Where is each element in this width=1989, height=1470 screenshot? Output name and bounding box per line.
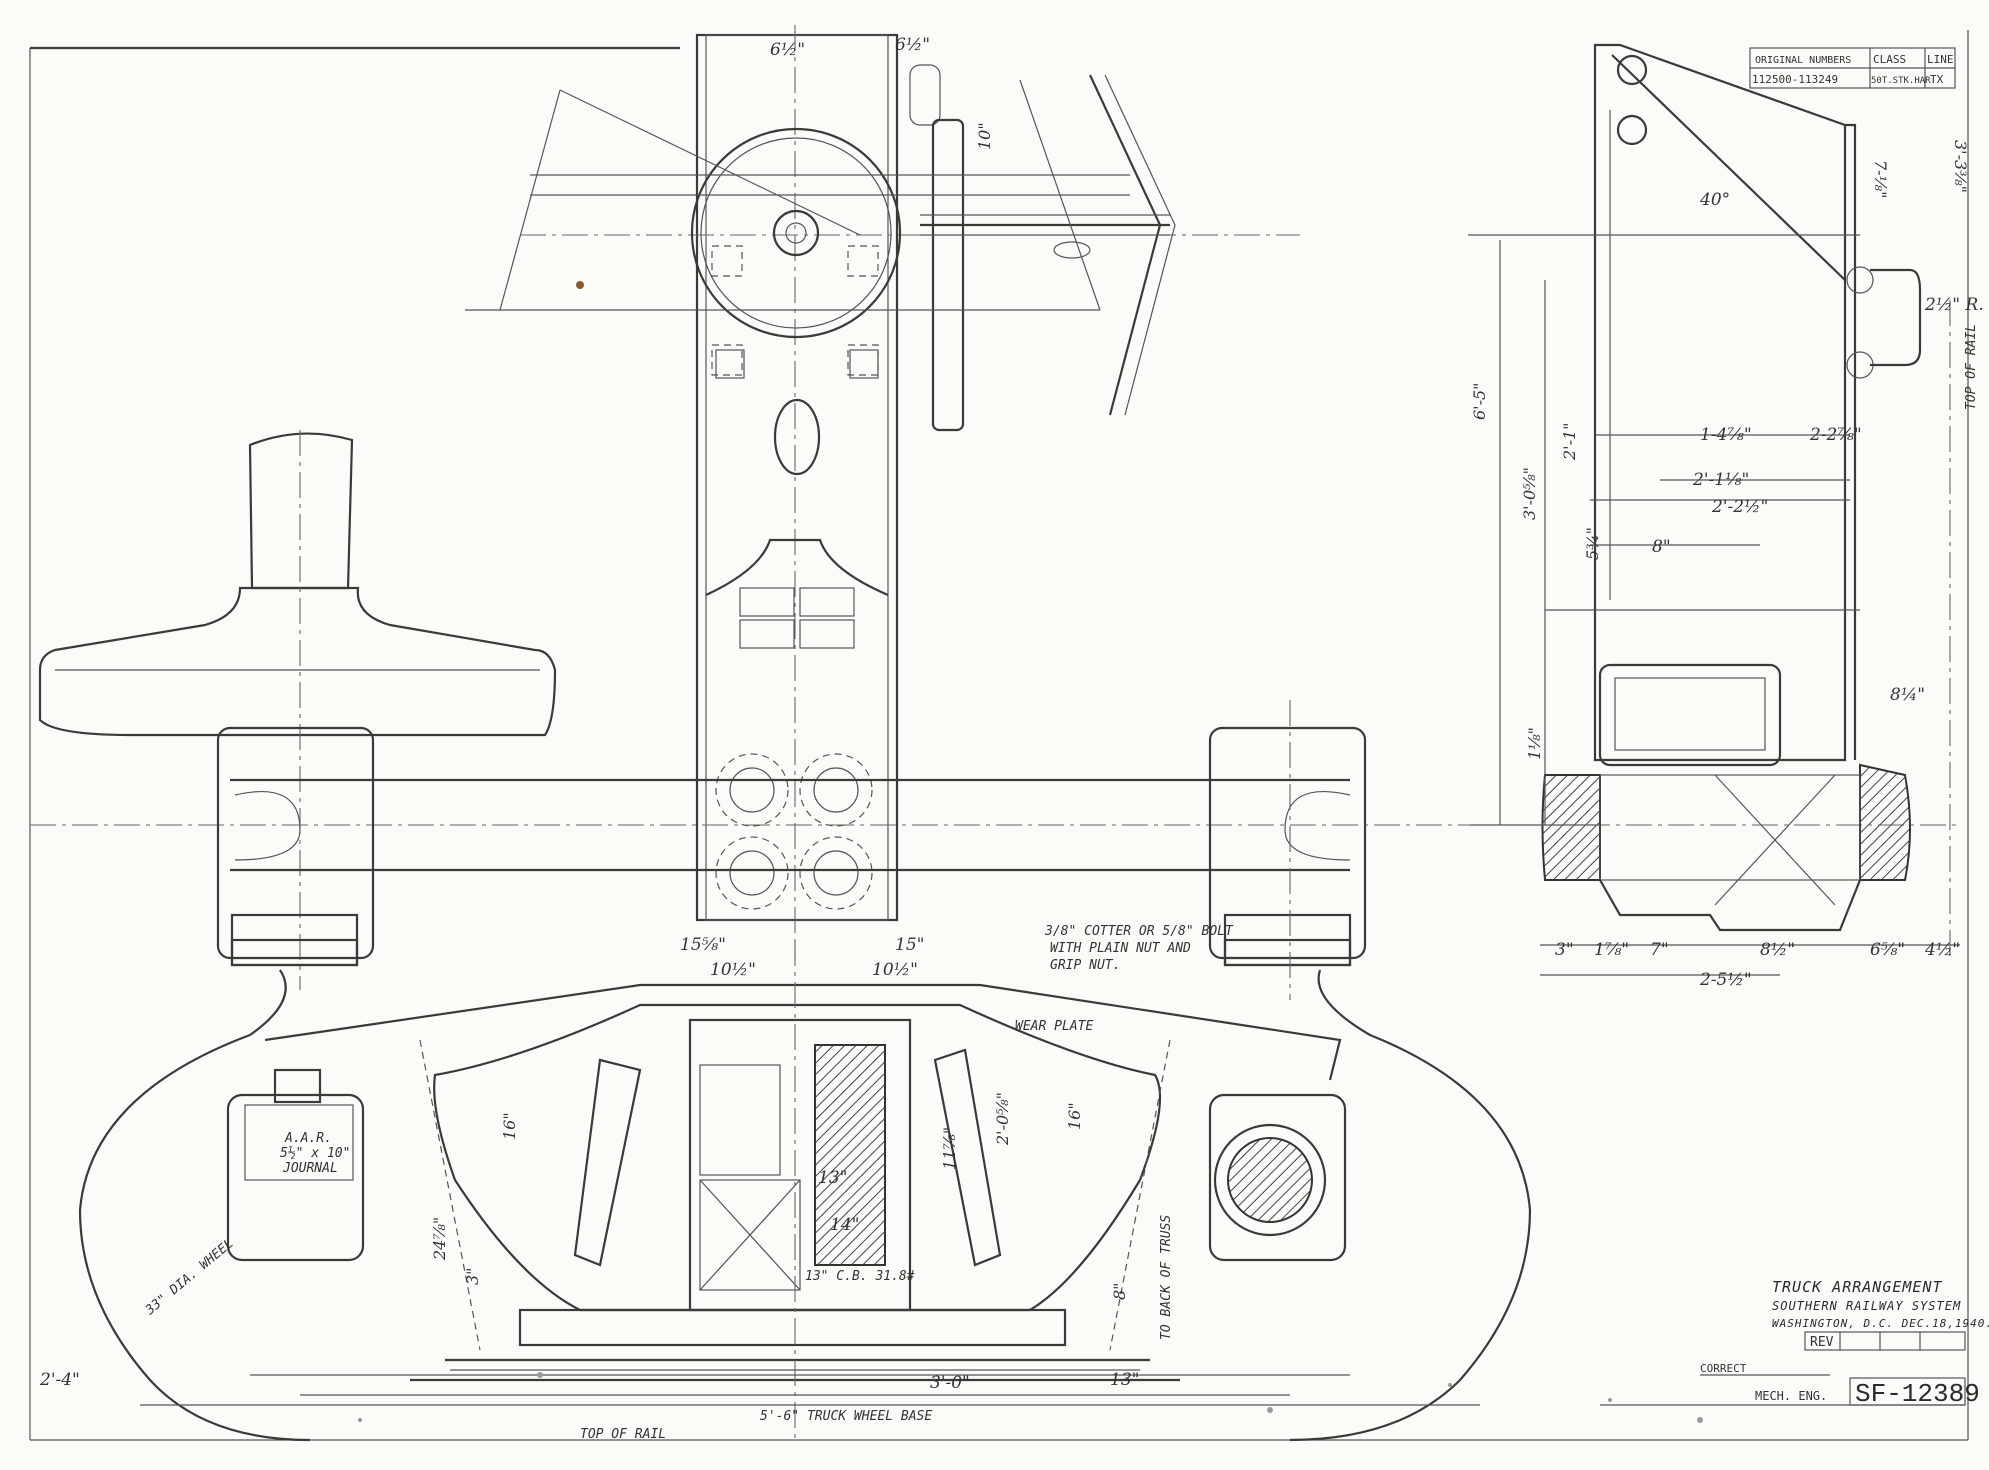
- dim-s-2-2a: 2-2⅞": [1809, 425, 1862, 445]
- dim-d8: 14": [830, 1215, 859, 1235]
- dimension-labels: 6½" 6½" 10" 15⅝" 15" 10½" 10½" 13" 16" 1…: [39, 35, 1984, 1393]
- drawing-number: SF-12389: [1855, 1379, 1980, 1409]
- note-top-of-rail: TOP OF RAIL: [1964, 324, 1979, 410]
- dim-s-8-5: 8½": [1760, 940, 1795, 960]
- wheel-elevation-left: [38, 430, 557, 990]
- note-journal-3: JOURNAL: [282, 1161, 338, 1176]
- dim-s-40: 40°: [1699, 190, 1730, 210]
- note-cotter-2: WITH PLAIN NUT AND: [1050, 941, 1191, 956]
- axle-plan: [216, 700, 1367, 1000]
- dim-s-3: 3": [1555, 940, 1574, 960]
- dim-d9: 11⅞": [940, 1127, 959, 1170]
- dim-top-a: 6½": [770, 40, 805, 60]
- sheet-border: [29, 30, 1969, 1441]
- dim-d5: 13": [818, 1168, 847, 1188]
- title-block: TRUCK ARRANGEMENT SOUTHERN RAILWAY SYSTE…: [1600, 1278, 1989, 1409]
- dim-d7: 16": [1065, 1102, 1084, 1130]
- dim-d1: 15⅝": [680, 935, 726, 955]
- dim-d13: 3'-0": [930, 1373, 970, 1393]
- class-table: ORIGINAL NUMBERS CLASS LINE 112500-11324…: [1749, 47, 1956, 89]
- dim-s-rear: 7-⅛": [1871, 160, 1890, 198]
- title-correct: CORRECT: [1700, 1362, 1747, 1375]
- plan-view-bolster: [30, 25, 1960, 960]
- class-header-numbers: ORIGINAL NUMBERS: [1755, 55, 1851, 66]
- dim-s-5: 5¾": [1583, 527, 1602, 560]
- dim-s-6-5: 6'-5": [1470, 382, 1489, 420]
- title-rev: REV: [1810, 1335, 1834, 1350]
- dim-top-b: 6½": [895, 35, 930, 55]
- class-cell-numbers: 112500-113249: [1752, 73, 1838, 86]
- note-top-of-rail-2: TOP OF RAIL: [580, 1427, 666, 1442]
- dim-s-4: 4½": [1924, 940, 1960, 960]
- title-mech-eng: MECH. ENG.: [1755, 1389, 1827, 1403]
- dim-d11: 2'-4": [39, 1370, 80, 1390]
- drawing-notes: 3/8" COTTER OR 5/8" BOLT WITH PLAIN NUT …: [142, 324, 1979, 1442]
- dim-d2: 15": [895, 935, 924, 955]
- dim-s-1: 1⅞": [1594, 940, 1629, 960]
- dim-d4: 10½": [872, 960, 918, 980]
- paper-speckle: [358, 281, 1703, 1423]
- dim-s-2-5: 2-5½": [1699, 970, 1752, 990]
- dim-s-2-1: 2'-1": [1560, 422, 1579, 461]
- end-section-view: [1468, 43, 1960, 976]
- dim-s-3-0: 3'-0⅝": [1520, 467, 1539, 520]
- dim-s-7: 7": [1650, 940, 1669, 960]
- dim-s-2-1b: 2'-1⅛": [1692, 470, 1749, 490]
- dim-d3: 10½": [710, 960, 756, 980]
- dim-s-rad: 2½" R.: [1924, 295, 1984, 315]
- dim-s-6: 6⅝": [1870, 940, 1905, 960]
- dim-d14: 8": [1110, 1282, 1129, 1300]
- title-main: TRUCK ARRANGEMENT: [1772, 1278, 1943, 1296]
- dim-s-1-4: 1-4⅞": [1700, 425, 1752, 445]
- title-company: SOUTHERN RAILWAY SYSTEM: [1772, 1299, 1961, 1313]
- class-header-class: CLASS: [1873, 53, 1906, 66]
- dim-s-side: 3'-3⅜": [1951, 140, 1970, 193]
- dim-d6: 16": [500, 1112, 519, 1140]
- note-cotter-3: GRIP NUT.: [1050, 958, 1120, 973]
- dim-d12: 24⅞": [430, 1217, 449, 1261]
- dim-s-1-2: 1⅛": [1525, 727, 1544, 760]
- note-channel: 13" C.B. 31.8#: [805, 1269, 915, 1284]
- class-cell-line: TX: [1930, 73, 1944, 86]
- dim-d16: 13": [1110, 1370, 1139, 1390]
- dim-d10: 2'-0⅝": [993, 1092, 1012, 1146]
- note-journal-1: A.A.R.: [284, 1131, 332, 1146]
- class-cell-class: 50T.STK.HAR: [1871, 76, 1931, 86]
- note-cotter: 3/8" COTTER OR 5/8" BOLT: [1044, 924, 1234, 939]
- note-back-of-truss: TO BACK OF TRUSS: [1159, 1215, 1174, 1340]
- dim-s-8-4: 8¼": [1890, 685, 1925, 705]
- note-wheel: 33" DIA. WHEEL: [142, 1236, 236, 1319]
- dim-s-2-2b: 2'-2½": [1711, 497, 1768, 517]
- side-frame-elevation: [78, 940, 1532, 1442]
- dim-d15: 3": [463, 1267, 482, 1285]
- dim-s-8: 8": [1652, 537, 1671, 557]
- title-place-date: WASHINGTON, D.C. DEC.18,1940.: [1772, 1317, 1989, 1330]
- note-wear-plate: WEAR PLATE: [1015, 1019, 1093, 1034]
- dim-top-c: 10": [975, 122, 994, 150]
- note-journal-2: 5½" x 10": [280, 1146, 350, 1161]
- class-header-line: LINE: [1927, 53, 1954, 66]
- note-wheelbase: 5'-6" TRUCK WHEEL BASE: [760, 1409, 932, 1424]
